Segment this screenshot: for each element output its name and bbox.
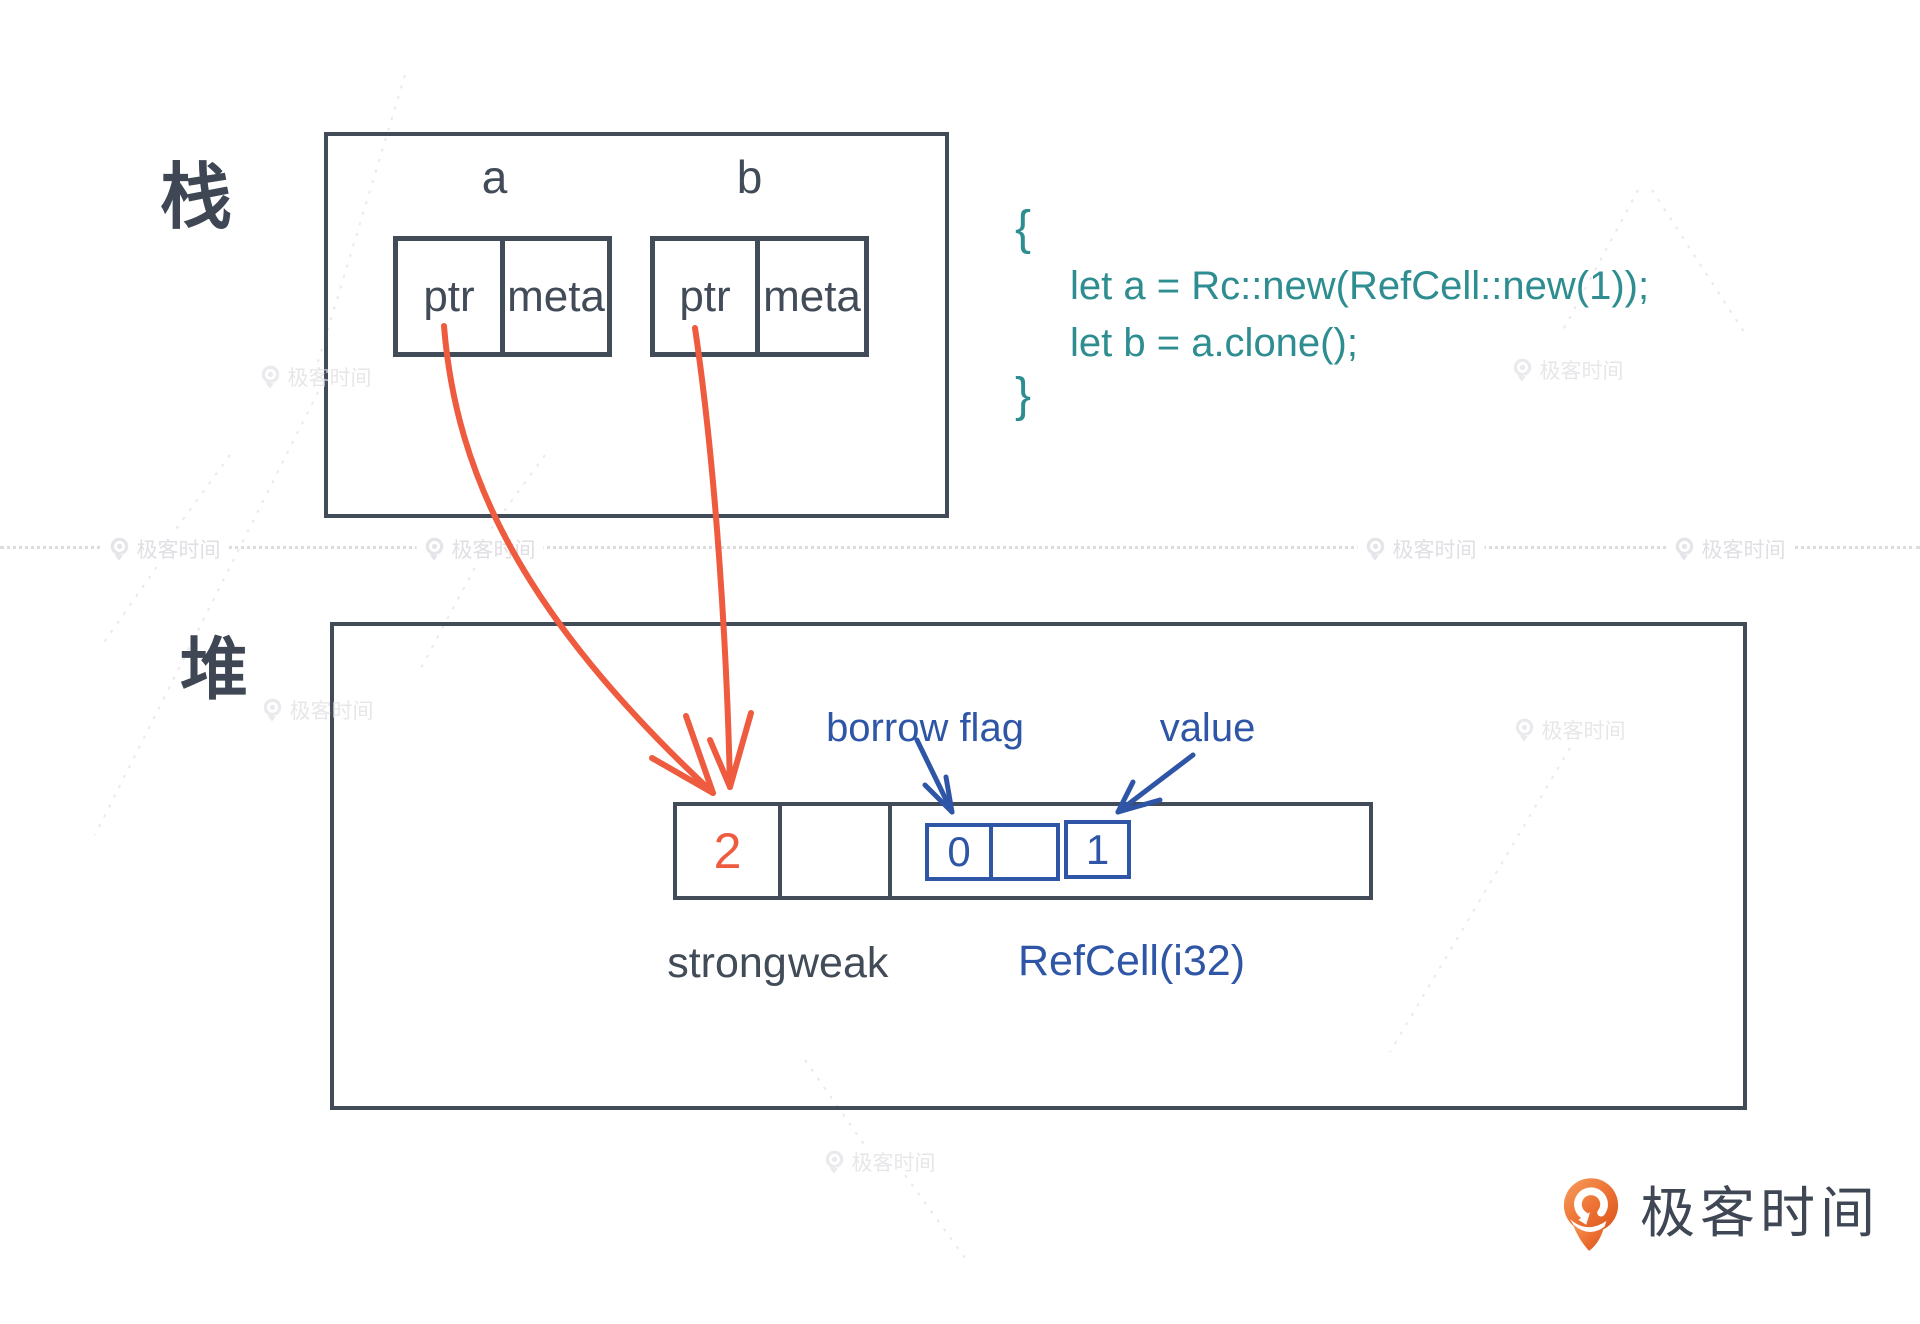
var-b-ptr-text: ptr (679, 271, 731, 321)
code-close-brace: } (1015, 369, 1032, 422)
watermark-logo-icon (261, 365, 280, 388)
watermark-logo-icon (1515, 718, 1534, 741)
stack-zone-label: 栈 (160, 158, 233, 238)
value-label: value (1159, 706, 1256, 750)
strong-count-value: 2 (713, 823, 742, 879)
refcell-middle-box (989, 823, 1060, 881)
watermark: 极客时间 (1357, 532, 1485, 566)
borrow-flag-text: 0 (947, 828, 971, 875)
watermark-logo-icon (1675, 537, 1694, 560)
watermark-logo-icon (825, 1150, 844, 1173)
watermark: 极客时间 (101, 532, 229, 566)
watermark: 极客时间 (1666, 532, 1794, 566)
weak-label: weak (788, 939, 889, 987)
geektime-logo-icon (1563, 1178, 1619, 1251)
strong-label: strong (667, 939, 787, 987)
watermark-logo-icon (425, 537, 444, 560)
heap-zone-label: 堆 (180, 632, 249, 708)
code-line-1: let a = Rc::new(RefCell::new(1)); (1070, 264, 1650, 308)
watermark-logo-icon (1513, 358, 1532, 381)
watermark-logo-icon (1366, 537, 1385, 560)
strong-count-cell: 2 (673, 802, 782, 900)
watermark: 极客时间 (1505, 353, 1632, 387)
watermark-text: 极客时间 (289, 700, 374, 723)
value-box: 1 (1064, 820, 1131, 879)
decor-diagonal (94, 391, 319, 836)
code-open-brace: { (1015, 202, 1032, 255)
var-b-meta-cell: meta (755, 236, 869, 357)
borrow-flag-label: borrow flag (826, 706, 1024, 750)
refcell-type-label: RefCell(i32) (1018, 937, 1246, 985)
var-a-ptr-text: ptr (423, 271, 475, 321)
watermark-logo-icon (110, 537, 129, 560)
heap-box (330, 622, 1747, 1110)
watermark-text: 极客时间 (1701, 539, 1786, 562)
watermark-text: 极客时间 (136, 539, 221, 562)
var-a-ptr-cell: ptr (393, 236, 505, 357)
borrow-flag-box: 0 (925, 823, 993, 881)
watermark: 极客时间 (416, 532, 544, 566)
weak-count-cell (778, 802, 892, 900)
var-a-label: a (481, 151, 508, 203)
geektime-brand-text: 极客时间 (1640, 1182, 1881, 1244)
watermark: 极客时间 (253, 360, 380, 394)
watermark: 极客时间 (817, 1145, 944, 1179)
var-b-label: b (736, 151, 763, 203)
watermark-text: 极客时间 (451, 539, 536, 562)
var-b-meta-text: meta (763, 271, 861, 321)
var-a-meta-text: meta (507, 271, 605, 321)
decor-diagonal (1561, 189, 1639, 333)
var-a-meta-cell: meta (500, 236, 612, 357)
value-text: 1 (1085, 825, 1110, 873)
watermark-text: 极客时间 (1539, 360, 1624, 383)
code-line-2: let b = a.clone(); (1070, 321, 1358, 365)
var-b-ptr-cell: ptr (650, 236, 760, 357)
stack-heap-separator (0, 546, 1920, 549)
watermark-text: 极客时间 (851, 1152, 936, 1175)
watermark-text: 极客时间 (1541, 720, 1626, 743)
watermark-text: 极客时间 (287, 367, 372, 390)
watermark: 极客时间 (255, 693, 382, 727)
watermark-logo-icon (263, 698, 282, 721)
watermark-text: 极客时间 (1392, 539, 1477, 562)
decor-diagonal (1651, 189, 1745, 333)
watermark: 极客时间 (1507, 713, 1634, 747)
